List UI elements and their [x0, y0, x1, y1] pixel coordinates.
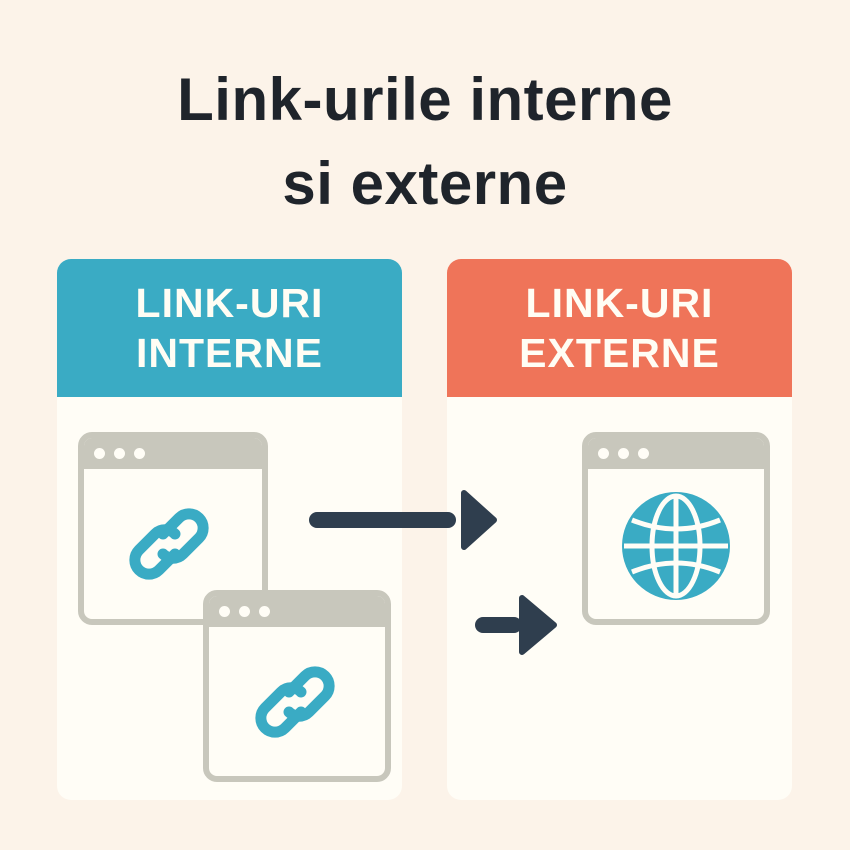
window-dot-icon — [219, 605, 230, 617]
internal-header-line-1: LINK-URI — [135, 280, 324, 326]
title-line-2: si externe — [282, 150, 568, 217]
internal-links-panel: LINK-URI INTERNE — [57, 259, 402, 800]
window-dot-icon — [598, 447, 609, 459]
window-dot-icon — [638, 447, 649, 459]
arrow-right-icon — [309, 490, 497, 550]
title-line-1: Link-urile interne — [177, 66, 673, 133]
external-links-panel: LINK-URI EXTERNE — [447, 259, 792, 800]
globe-icon — [622, 492, 730, 600]
link-chain-icon — [255, 665, 335, 738]
browser-titlebar — [588, 438, 764, 469]
external-header-line-2: EXTERNE — [519, 330, 720, 376]
browser-titlebar — [84, 438, 262, 469]
browser-window-internal-2 — [203, 590, 391, 782]
page-title: Link-urile interne si externe — [0, 58, 850, 226]
window-dot-icon — [618, 447, 629, 459]
window-dot-icon — [259, 605, 270, 617]
window-dot-icon — [134, 447, 145, 459]
browser-window-external — [582, 432, 770, 625]
window-dot-icon — [94, 447, 105, 459]
internal-header-line-2: INTERNE — [136, 330, 323, 376]
arrow-right-icon — [475, 595, 557, 655]
link-chain-icon — [129, 508, 209, 580]
window-dot-icon — [114, 447, 125, 459]
window-dot-icon — [239, 605, 250, 617]
external-header-line-1: LINK-URI — [525, 280, 714, 326]
browser-titlebar — [209, 596, 385, 627]
internal-links-header: LINK-URI INTERNE — [57, 259, 402, 397]
external-links-header: LINK-URI EXTERNE — [447, 259, 792, 397]
